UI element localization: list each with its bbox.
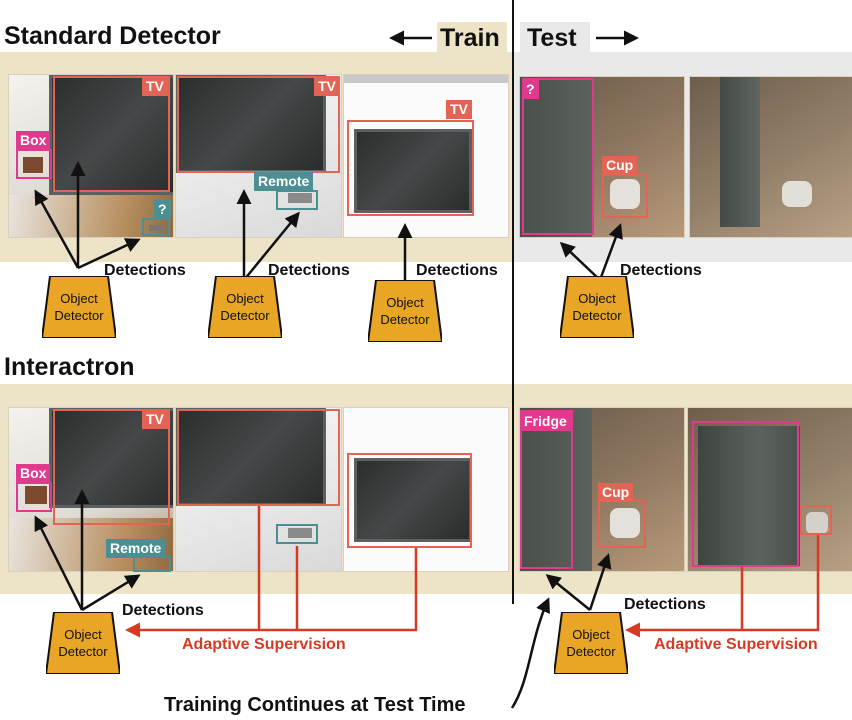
detections-label: Detections xyxy=(624,596,706,613)
tv-image xyxy=(354,129,472,213)
cup-detection-box xyxy=(598,500,646,548)
standard-detector-title: Standard Detector xyxy=(4,22,221,50)
remote-detection-box xyxy=(276,524,318,544)
box-object-image xyxy=(23,157,43,173)
cup-object-image xyxy=(610,179,640,209)
test-label: Test xyxy=(527,24,577,52)
tv-detection-label: TV xyxy=(142,77,168,96)
fridge-door-image xyxy=(520,408,592,571)
ceiling-strip-image xyxy=(344,75,508,83)
detections-label: Detections xyxy=(122,602,204,619)
cup-detection-box xyxy=(800,505,832,535)
tv-detection-box xyxy=(177,409,340,506)
remote-detection-label: Remote xyxy=(254,172,314,191)
tv-detection-box xyxy=(53,409,170,525)
interactron-title: Interactron xyxy=(4,353,135,381)
detections-label: Detections xyxy=(268,262,350,279)
fridge-door-image xyxy=(720,77,760,227)
box-object-image xyxy=(25,486,47,504)
unknown-detection-label: ? xyxy=(154,200,171,219)
train-test-divider xyxy=(512,0,514,604)
tv-detection-label: TV xyxy=(446,100,472,119)
box-detection-box xyxy=(16,149,52,179)
detector-label-line1: Object xyxy=(386,295,424,310)
tv-detection-box xyxy=(347,120,474,216)
detector-label-line2: Detector xyxy=(566,644,616,659)
box-detection-label: Box xyxy=(16,464,51,483)
train-label-bg xyxy=(437,22,507,54)
detector-label-line2: Detector xyxy=(58,644,108,659)
fridge-detection-label: Fridge xyxy=(520,412,571,431)
detections-label: Detections xyxy=(620,262,702,279)
tv-detection-label: TV xyxy=(314,77,340,96)
test-label-bg xyxy=(520,22,590,54)
cup-object-image xyxy=(806,512,828,534)
adaptive-supervision-label: Adaptive Supervision xyxy=(654,636,818,653)
unknown-detection-box xyxy=(522,78,594,235)
detector-label-line1: Object xyxy=(572,627,610,642)
box-detection-label: Box xyxy=(16,131,51,150)
detector-label-line2: Detector xyxy=(572,308,622,323)
training-continues-arrow xyxy=(510,597,550,709)
detector-label-line1: Object xyxy=(60,291,98,306)
tv-detection-box xyxy=(53,76,170,192)
remote-object-image xyxy=(149,225,163,231)
detector-label-line1: Object xyxy=(226,291,264,306)
train-label: Train xyxy=(440,24,500,52)
fridge-detection-box xyxy=(692,421,799,567)
detector-label-line2: Detector xyxy=(220,308,270,323)
remote-detection-box xyxy=(133,556,171,572)
unknown-detection-box xyxy=(142,218,170,236)
fridge-detection-box xyxy=(520,410,573,569)
detector-label-line2: Detector xyxy=(54,308,104,323)
cup-object-image xyxy=(610,508,640,538)
cup-detection-label: Cup xyxy=(602,156,638,175)
photo-train-3 xyxy=(343,74,509,238)
fridge-door-image xyxy=(520,77,592,237)
training-continues-caption: Training Continues at Test Time xyxy=(164,694,466,716)
adaptive-supervision-label: Adaptive Supervision xyxy=(182,636,346,653)
unknown-detection-label: ? xyxy=(522,80,539,99)
detector-label-line2: Detector xyxy=(380,312,430,327)
box-detection-box xyxy=(16,482,52,512)
detector-label-line1: Object xyxy=(578,291,616,306)
cup-detection-label: Cup xyxy=(598,483,634,502)
remote-object-image xyxy=(288,528,312,538)
remote-object-image xyxy=(288,193,312,203)
tv-detection-box xyxy=(347,453,472,548)
remote-detection-box xyxy=(276,190,318,210)
detections-label: Detections xyxy=(104,262,186,279)
cup-detection-box xyxy=(602,174,648,218)
tv-detection-label: TV xyxy=(142,410,168,429)
remote-detection-label: Remote xyxy=(106,539,166,558)
detections-label: Detections xyxy=(416,262,498,279)
photo-interactron-3 xyxy=(343,407,509,572)
cup-object-image xyxy=(782,181,812,207)
photo-test-2 xyxy=(689,76,852,238)
detector-label-line1: Object xyxy=(64,627,102,642)
